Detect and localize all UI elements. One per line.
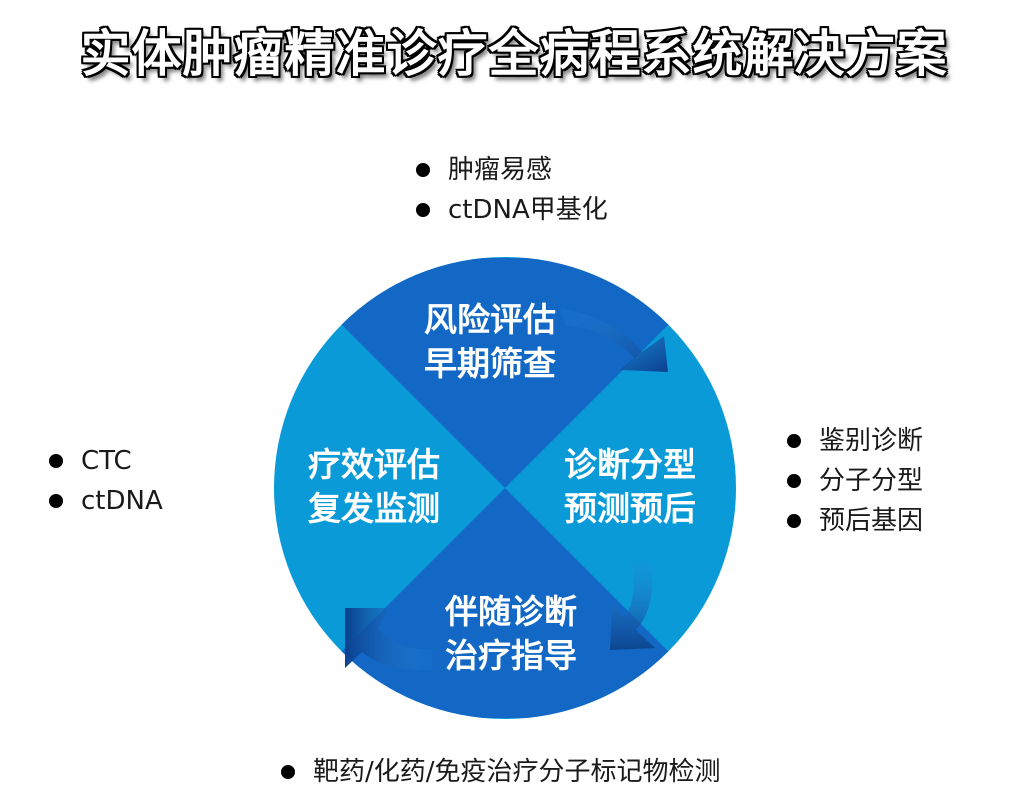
bullet-dot-icon (787, 474, 801, 488)
bullet-dot-icon (416, 203, 430, 217)
quadrant-top-line1: 风险评估 (424, 300, 556, 339)
bullet-text: 分子分型 (819, 466, 924, 496)
quadrant-left-line1: 疗效评估 (308, 445, 440, 484)
list-item: CTC (47, 441, 163, 481)
bullet-text: 预后基因 (819, 506, 924, 536)
bullet-dot-icon (49, 494, 63, 508)
bullet-list-top: 肿瘤易感 ctDNA甲基化 (414, 150, 608, 230)
quadrant-left-line2: 复发监测 (308, 489, 440, 528)
bullet-dot-icon (416, 163, 430, 177)
list-item: 预后基因 (785, 501, 923, 541)
quadrant-top-label: 风险评估 早期筛查 (404, 298, 576, 386)
bullet-dot-icon (281, 765, 295, 779)
bullet-dot-icon (49, 454, 63, 468)
list-item: 鉴别诊断 (785, 421, 923, 461)
quadrant-bottom-label: 伴随诊断 治疗指导 (425, 590, 597, 678)
bullet-text: CTC (81, 446, 132, 476)
quadrant-right-line2: 预测预后 (564, 489, 696, 528)
bullet-text: ctDNA甲基化 (448, 195, 608, 225)
bullet-list-left: CTC ctDNA (47, 441, 163, 521)
quadrant-bottom-line2: 治疗指导 (445, 636, 577, 675)
arrow-right-bottom-icon (610, 560, 655, 650)
arrow-top-right-icon (560, 308, 668, 372)
bullet-text: ctDNA (81, 486, 163, 516)
quadrant-left-label: 疗效评估 复发监测 (288, 443, 460, 531)
bullet-dot-icon (787, 434, 801, 448)
quadrant-top-line2: 早期筛查 (424, 344, 556, 383)
bullet-text: 鉴别诊断 (819, 426, 924, 456)
quadrant-top (275, 258, 735, 488)
bullet-list-bottom: 靶药/化药/免疫治疗分子标记物检测 (279, 752, 721, 792)
quadrant-right-label: 诊断分型 预测预后 (544, 443, 716, 531)
bullet-text: 靶药/化药/免疫治疗分子标记物检测 (313, 757, 721, 787)
page-title: 实体肿瘤精准诊疗全病程系统解决方案 (80, 25, 948, 83)
arrow-bottom-left-icon (345, 608, 432, 671)
list-item: 靶药/化药/免疫治疗分子标记物检测 (279, 752, 721, 792)
list-item: 肿瘤易感 (414, 150, 608, 190)
quadrant-right-line1: 诊断分型 (564, 445, 696, 484)
quadrant-bottom-line1: 伴随诊断 (445, 592, 577, 631)
bullet-text: 肿瘤易感 (448, 155, 553, 185)
list-item: 分子分型 (785, 461, 923, 501)
list-item: ctDNA (47, 481, 163, 521)
bullet-list-right: 鉴别诊断 分子分型 预后基因 (785, 421, 923, 541)
list-item: ctDNA甲基化 (414, 190, 608, 230)
bullet-dot-icon (787, 514, 801, 528)
